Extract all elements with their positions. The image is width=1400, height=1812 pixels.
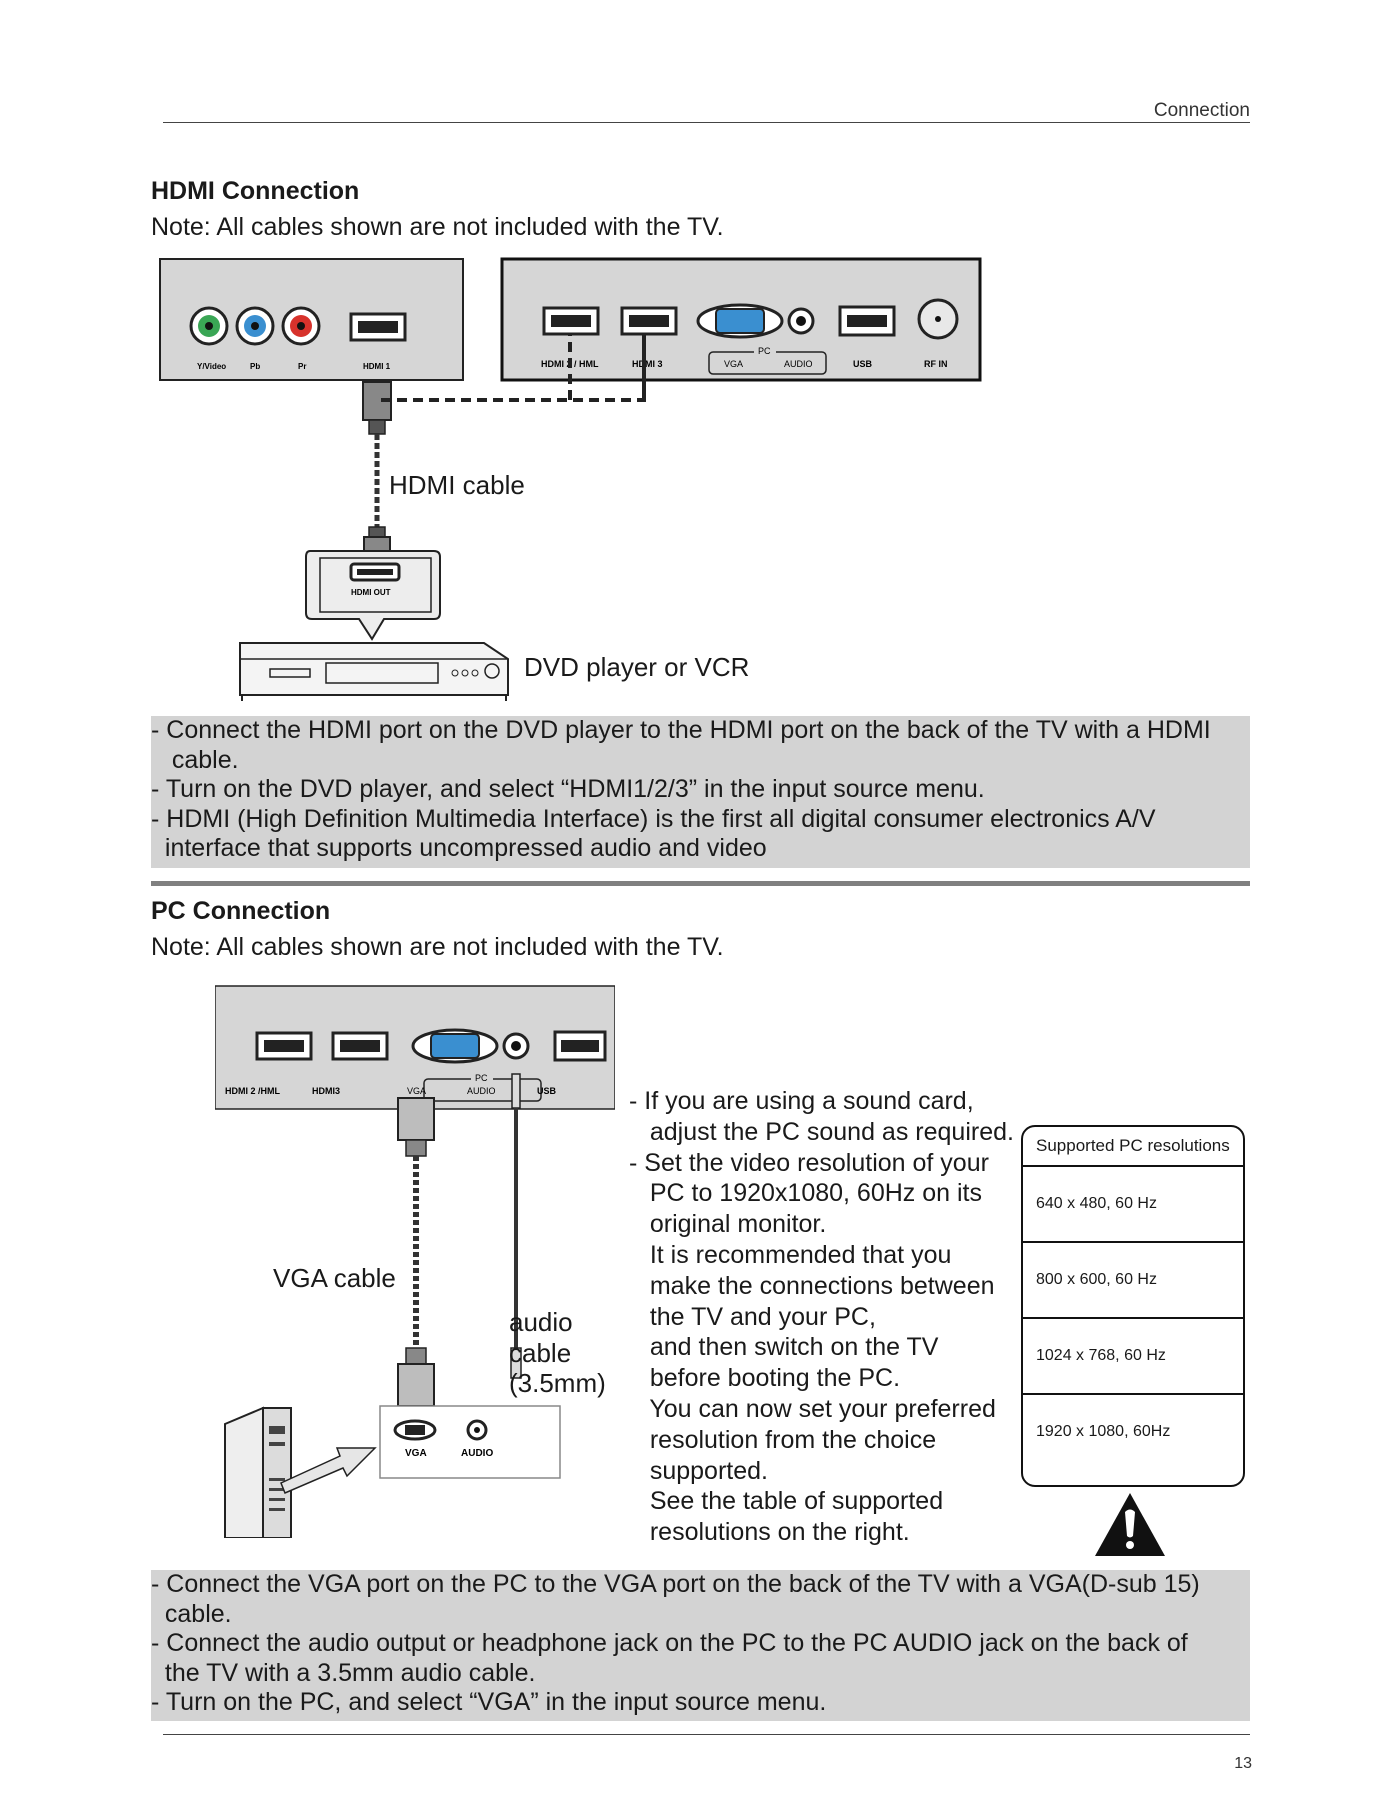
hdmi-instruction-line: - HDMI (High Definition Multimedia Inter… [151, 804, 1156, 833]
hdmi-out-callout [305, 550, 441, 641]
arrow-to-ports [280, 1447, 377, 1494]
pc-tip-line: PC to 1920x1080, 60Hz on its [629, 1179, 982, 1208]
pc-instruction-line: - Connect the audio output or headphone … [151, 1629, 1188, 1657]
pc-tip-line: the TV and your PC, [629, 1302, 876, 1331]
hdmi-cable-label: HDMI cable [389, 470, 525, 500]
pc-tip-line: adjust the PC sound as required. [629, 1117, 1014, 1146]
resolution-row: 800 x 600, 60 Hz [1023, 1243, 1243, 1319]
hdmi2-port [255, 1031, 313, 1061]
resolution-row: 1024 x 768, 60 Hz [1023, 1319, 1243, 1395]
label-hdmi3: HDMI3 [312, 1086, 340, 1096]
audio-cable-label: audio cable (3.5mm) [509, 1307, 606, 1399]
pc-tips: - If you are using a sound card, adjust … [629, 1086, 1014, 1548]
label-hdmi2: HDMI 2 /HML [225, 1086, 281, 1096]
pc-instruction-line: - Connect the VGA port on the PC to the … [151, 1570, 1200, 1598]
vga-cable-label: VGA cable [273, 1263, 396, 1293]
pc-tip-line: resolution from the choice [629, 1425, 937, 1454]
resolution-row: 640 x 480, 60 Hz [1023, 1167, 1243, 1243]
dvd-player-label: DVD player or VCR [524, 652, 750, 682]
computer-tower-illustration [224, 1406, 292, 1538]
pc-tip-line: resolutions on the right. [629, 1518, 910, 1547]
pc-note: Note: All cables shown are not included … [151, 933, 724, 961]
label-hdmi3: HDMI 3 [632, 359, 663, 369]
pc-tip-line: It is recommended that you [629, 1240, 952, 1269]
hdmi-connection-diagram: Y/Video Pb Pr HDMI 1 PC HDMI 2 / HML HDM… [159, 257, 982, 701]
page-number: 13 [1234, 1755, 1252, 1772]
audio-cable-label-line: cable [509, 1337, 572, 1368]
hdmi-instructions: - Connect the HDMI port on the DVD playe… [151, 716, 1250, 868]
label-rf-in: RF IN [924, 359, 948, 369]
pc-tip-line: You can now set your preferred [629, 1394, 996, 1423]
hdmi3-port [331, 1031, 389, 1061]
pc-tip-line: - If you are using a sound card, [629, 1087, 974, 1115]
label-pc: PC [758, 346, 771, 356]
pc-vga-port [393, 1419, 437, 1441]
label-usb: USB [537, 1086, 557, 1096]
pc-audio-port [466, 1419, 488, 1441]
label-audio: AUDIO [784, 359, 813, 369]
vga-port [411, 1028, 499, 1064]
pc-audio-jack [502, 1032, 530, 1060]
label-hdmi-out: HDMI OUT [351, 588, 391, 597]
label-pr: Pr [298, 362, 306, 371]
label-pc-audio: AUDIO [461, 1448, 493, 1459]
hdmi-instruction-line: - Connect the HDMI port on the DVD playe… [151, 716, 1211, 744]
hdmi1-port [349, 312, 407, 342]
vga-port [696, 303, 784, 339]
hdmi-section-title: HDMI Connection [151, 177, 360, 205]
pc-tip-line: before booting the PC. [629, 1364, 901, 1393]
hdmi2-port [542, 306, 600, 336]
hdmi-instruction-line: cable. [151, 745, 239, 774]
pc-tip-line: supported. [629, 1456, 768, 1485]
hdmi-instruction-line: interface that supports uncompressed aud… [151, 834, 767, 862]
resolution-row: 1920 x 1080, 60Hz [1036, 1423, 1171, 1440]
pc-instruction-line: - Turn on the PC, and select “VGA” in th… [151, 1688, 827, 1716]
warning-icon [1095, 1493, 1165, 1556]
supported-resolutions-table: Supported PC resolutions 640 x 480, 60 H… [1021, 1125, 1245, 1487]
label-audio: AUDIO [467, 1086, 496, 1096]
audio-cable-label-line: (3.5mm) [509, 1368, 606, 1398]
section-separator [151, 881, 1250, 886]
hdmi-instruction-line: - Turn on the DVD player, and select “HD… [151, 775, 985, 803]
label-pb: Pb [250, 362, 260, 371]
section-header: Connection [1153, 100, 1250, 121]
pc-instruction-line: the TV with a 3.5mm audio cable. [151, 1658, 536, 1687]
label-vga: VGA [724, 359, 743, 369]
component-jack-green [189, 306, 229, 346]
audio-plug-bottom [510, 1347, 522, 1379]
rf-in-port [917, 298, 959, 340]
label-vga: VGA [407, 1086, 426, 1096]
label-pc: PC [475, 1073, 488, 1083]
audio-plug-top [511, 1073, 521, 1109]
label-hdmi1: HDMI 1 [363, 362, 391, 371]
pc-port-box [379, 1405, 561, 1479]
label-yvideo: Y/Video [197, 362, 226, 371]
dvd-player-illustration [239, 642, 509, 701]
hdmi3-port [620, 306, 678, 336]
vga-plug-top [397, 1097, 435, 1141]
usb-port [838, 305, 896, 337]
audio-cable-label-line: audio [509, 1307, 573, 1337]
component-jack-red [281, 306, 321, 346]
pc-tip-line: make the connections between [629, 1271, 995, 1300]
pc-tip-line: and then switch on the TV [629, 1333, 939, 1362]
pc-section-title: PC Connection [151, 897, 331, 925]
usb-port [553, 1030, 607, 1062]
pc-tip-line: - Set the video resolution of your [629, 1148, 989, 1177]
label-pc-vga: VGA [405, 1448, 427, 1459]
resolutions-table-header: Supported PC resolutions [1023, 1127, 1243, 1167]
label-usb: USB [853, 359, 873, 369]
component-jack-blue [235, 306, 275, 346]
pc-audio-jack [787, 307, 815, 335]
hdmi-note: Note: All cables shown are not included … [151, 213, 724, 241]
pc-tip-line: See the table of supported [629, 1487, 944, 1516]
pc-instruction-line: cable. [151, 1599, 232, 1628]
footer-rule [163, 1734, 1250, 1735]
pc-instructions: - Connect the VGA port on the PC to the … [151, 1570, 1250, 1721]
pc-connection-diagram: PC HDMI 2 /HML HDMI3 VGA AUDIO USB VGA A… [215, 985, 615, 1538]
pc-tip-line: original monitor. [629, 1210, 827, 1239]
vga-plug-bottom [397, 1363, 435, 1407]
header-rule [163, 122, 1250, 123]
